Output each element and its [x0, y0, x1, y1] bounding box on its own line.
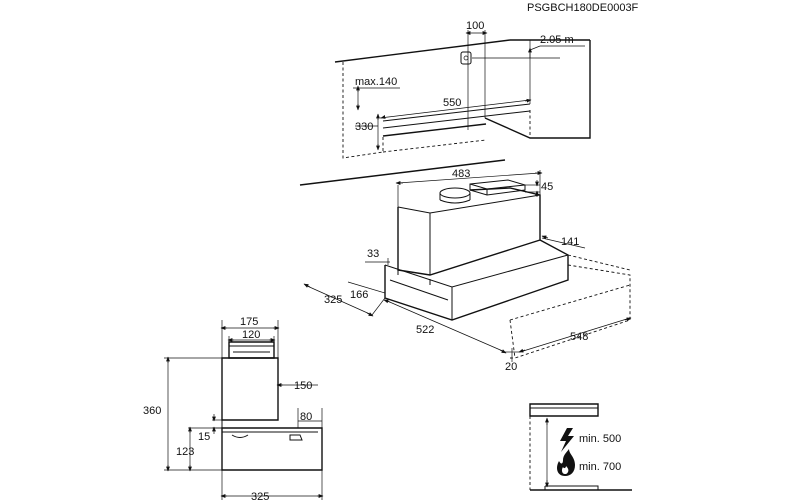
dim-80: 80 [300, 411, 312, 423]
dim-2-05m: 2.05 m [540, 34, 574, 46]
dim-330: 330 [355, 121, 373, 133]
flame-icon [557, 449, 575, 476]
dim-120: 120 [242, 329, 260, 341]
dim-150: 150 [294, 380, 312, 392]
drawing-code: PSGBCH180DE0003F [527, 2, 639, 14]
dim-483: 483 [452, 168, 470, 180]
dim-20: 20 [505, 361, 517, 373]
clearance-gas: min. 700 [579, 461, 621, 473]
dim-15: 15 [198, 431, 210, 443]
dim-522: 522 [416, 324, 434, 336]
round-outlet [439, 187, 471, 199]
wall-cabinet-view: 100 2.05 m max.140 550 330 [299, 20, 591, 186]
dim-550: 550 [443, 97, 461, 109]
dim-141: 141 [561, 236, 579, 248]
dim-max140: max.140 [355, 76, 397, 88]
dim-33: 33 [367, 248, 379, 260]
dim-100: 100 [466, 20, 484, 32]
clearance-electric: min. 500 [579, 433, 621, 445]
dim-175: 175 [240, 316, 258, 328]
hood-isometric-view: 483 45 33 141 166 325 522 548 [303, 168, 632, 373]
clearance-view: min. 500 min. 700 [529, 403, 632, 491]
lightning-icon [560, 428, 574, 452]
dim-123: 123 [176, 446, 194, 458]
dim-360: 360 [143, 405, 161, 417]
side-profile-view: 175 120 150 360 80 15 123 [143, 316, 324, 503]
dim-45: 45 [541, 181, 553, 193]
dim-166: 166 [350, 289, 368, 301]
dim-325: 325 [324, 294, 342, 306]
dim-548: 548 [570, 331, 588, 343]
socket-icon [460, 51, 472, 65]
dim-325-side: 325 [251, 491, 269, 503]
